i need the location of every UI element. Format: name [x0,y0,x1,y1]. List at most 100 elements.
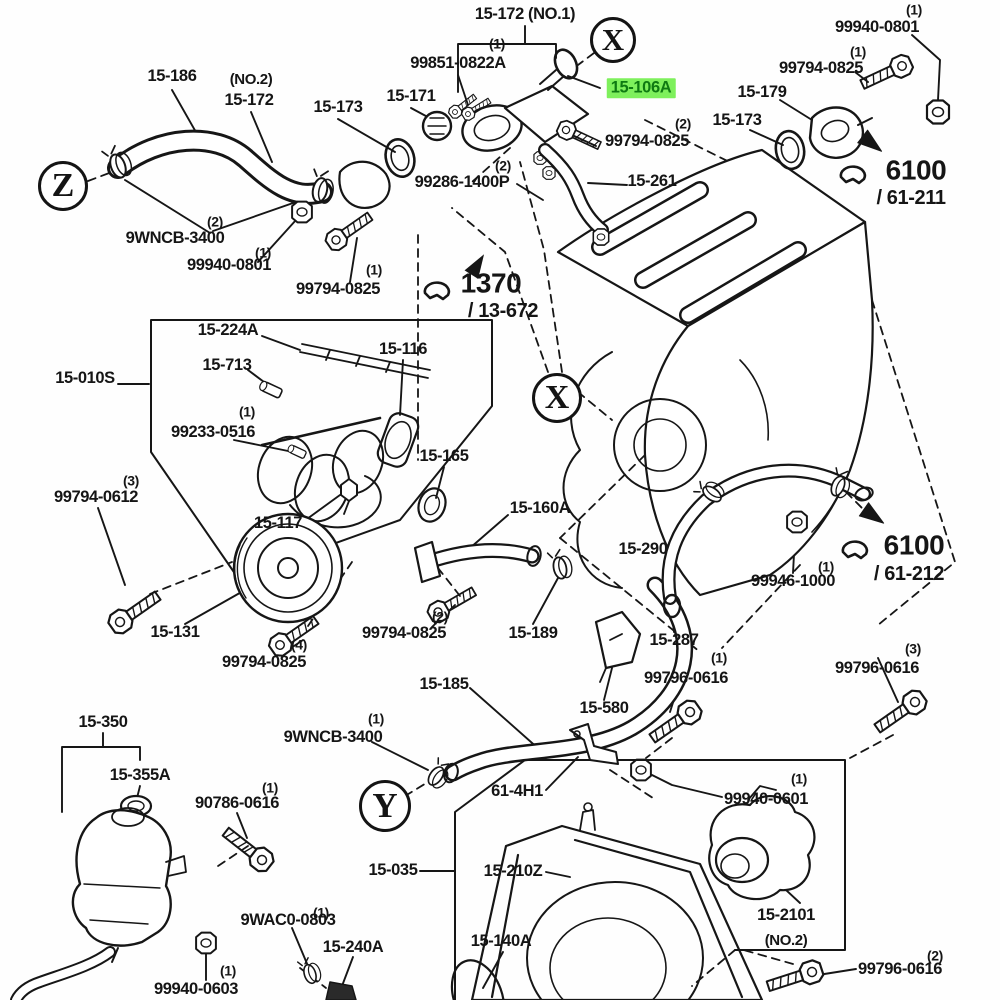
part-label: 15-173 [712,110,762,129]
part-label: 15-350 [78,712,128,731]
part-label: 15-189 [508,623,558,642]
part-label: 99940-0801 [186,255,272,274]
qty-label: (3) [905,640,921,657]
qty-label: (1) [489,35,505,52]
qty-label: (1) [262,779,278,796]
part-label: 15-172 (NO.1) [474,4,576,23]
part-label: 99796-0616 [857,959,943,978]
ref-sub-label: / 13-672 [467,300,539,322]
water-pump-pulley-drawing [104,512,344,661]
part-label: 15-186 [147,66,197,85]
water-inlet-pipe-drawing [413,540,575,627]
qty-label: (4) [291,636,307,653]
note-label: (NO.2) [229,70,273,88]
qty-label: (2) [495,157,511,174]
part-label: 15-173 [313,97,363,116]
view-marker-z: Z [38,161,88,211]
part-label: 99940-0801 [834,17,920,36]
part-label: 15-116 [378,339,428,358]
qty-label: (1) [791,770,807,787]
part-label: 15-2101 [757,905,815,924]
water-pump-drawing [708,785,816,901]
qty-label: (1) [366,261,382,278]
part-label: 99851-0822A [410,53,506,72]
part-label: 15-713 [202,355,252,374]
part-label: 99940-0603 [153,979,239,998]
part-label: 15-117 [253,513,303,532]
qty-label: (2) [675,115,691,132]
note-label: (NO.2) [764,931,808,949]
part-label: 15-035 [368,860,418,879]
part-label: 15-210Z [483,861,543,880]
qty-label: (2) [927,947,943,964]
heater-return-pipe-drawing [661,463,889,619]
part-label: 90786-0616 [194,793,280,812]
upper-radiator-hose-drawing [100,91,480,255]
part-label: 99286-1400P [414,172,510,191]
part-label: 99794-0825 [604,131,690,150]
part-label: 15-131 [150,622,200,641]
part-label: 15-010S [55,368,115,387]
coolant-reservoir-drawing [10,794,357,1000]
qty-label: (1) [818,558,834,575]
inlet-manifold-box-drawing [150,319,493,579]
part-label: 15-165 [419,446,469,465]
qty-label: (1) [313,904,329,921]
qty-label: (1) [220,962,236,979]
qty-label: (2) [207,213,223,230]
part-label: 9WNCB-3400 [125,228,225,247]
qty-label: (2) [432,608,448,625]
qty-label: (1) [239,403,255,420]
part-label: 15-224A [197,320,259,339]
part-label: 99794-0825 [361,623,447,642]
qty-label: (1) [368,710,384,727]
qty-label: (1) [850,43,866,60]
part-label: 15-261 [627,171,677,190]
part-label: 15-140A [470,931,532,950]
part-label: 15-172 [224,90,274,109]
part-label: 15-171 [386,86,436,105]
ref-sub-label: / 61-211 [876,187,946,209]
part-label: 15-287 [649,630,699,649]
view-marker-x: X [532,373,582,423]
view-marker-x: X [590,17,636,63]
mounting-bracket-drawing [569,723,619,765]
part-label: 99794-0825 [221,652,307,671]
qty-label: (1) [906,1,922,18]
part-label: 99946-1000 [750,571,836,590]
part-label: 9WNCB-3400 [283,727,383,746]
part-label: 61-4H1 [491,781,543,800]
part-label: 15-185 [419,674,469,693]
part-label: 15-290 [618,539,668,558]
part-label: 99796-0616 [643,668,729,687]
qty-label: (1) [255,244,271,261]
part-label: 9WAC0-0803 [240,910,336,929]
fan-shroud-drawing [470,802,764,1000]
view-marker-y: Y [359,780,411,832]
part-label: 15-179 [737,82,787,101]
part-label: 15-580 [579,698,629,717]
part-label: 15-160A [509,498,571,517]
part-label: 99794-0825 [778,58,864,77]
ref-label: 6100 [885,154,947,186]
ref-sub-label: / 61-212 [873,563,945,585]
part-label: 15-240A [322,937,384,956]
leader-lines [61,25,941,989]
ref-label: 6100 [883,529,945,561]
part-label: 99940-0601 [723,789,809,808]
part-label: 15-355A [109,765,171,784]
qty-label: (3) [123,472,139,489]
part-label: 99796-0616 [834,658,920,677]
qty-label: (1) [711,649,727,666]
water-outlet-thermostat-drawing [459,48,610,246]
part-label: 99233-0516 [170,422,256,441]
rear-water-outlet-drawing [771,51,951,185]
highlighted-part-label: 15-106A [606,78,676,98]
fan-blade-drawing [450,959,506,1000]
ref-label: 1370 [460,267,522,299]
part-label: 99794-0612 [53,487,139,506]
lower-hose-drawing [422,576,694,792]
